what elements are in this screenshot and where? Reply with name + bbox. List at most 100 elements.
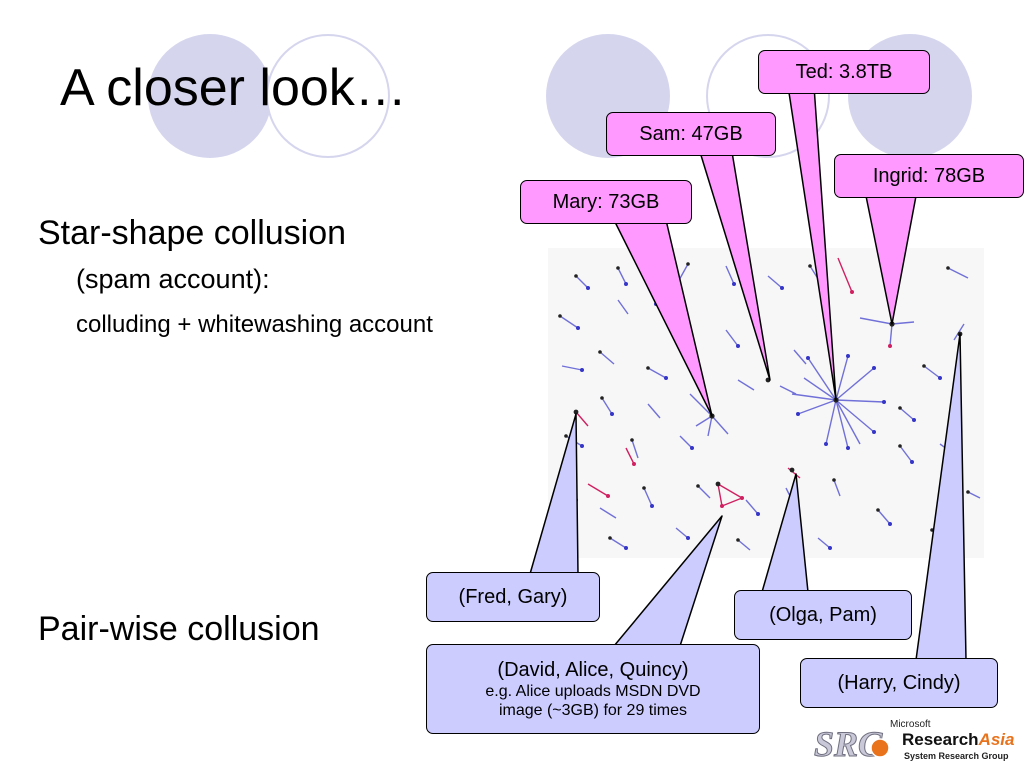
david-group-node <box>715 481 721 487</box>
logo-system-research-group: System Research Group <box>904 751 1009 761</box>
node <box>752 316 756 320</box>
svg-text:ResearchAsia: ResearchAsia <box>902 730 1014 749</box>
callout-harry-cindy-label: (Harry, Cindy) <box>837 672 961 694</box>
arrowhead <box>682 334 686 338</box>
red-arrowhead <box>740 496 744 500</box>
logo-microsoft: Microsoft <box>890 719 931 730</box>
node <box>946 266 950 270</box>
arrowhead <box>664 376 668 380</box>
logo-badge-icon <box>870 738 890 758</box>
node <box>646 366 650 370</box>
node <box>832 478 836 482</box>
logo-asia: Asia <box>978 730 1015 749</box>
collusion-edges-red <box>575 257 853 507</box>
red-arrowhead <box>606 494 610 498</box>
olga-pam-node <box>789 467 795 473</box>
arrowhead <box>624 546 628 550</box>
arrowhead <box>624 282 628 286</box>
node <box>930 528 934 532</box>
hub-sam-node <box>765 377 771 383</box>
node <box>642 486 646 490</box>
arrowhead <box>690 446 694 450</box>
decor-circle-1 <box>148 34 272 158</box>
arrowhead <box>828 546 832 550</box>
hub-ingrid-node <box>889 321 895 327</box>
callout-harry-cindy: (Harry, Cindy) <box>800 658 998 708</box>
star-collusion-heading: Star-shape collusion <box>38 214 347 252</box>
arrowhead <box>736 344 740 348</box>
whitewashing-note: colluding + whitewashing account <box>76 311 433 338</box>
arrowhead <box>580 368 584 372</box>
arrowhead <box>872 430 876 434</box>
arrowhead <box>686 536 690 540</box>
arrowhead <box>956 414 960 418</box>
callout-sam: Sam: 47GB <box>606 112 776 156</box>
node <box>922 364 926 368</box>
arrowhead <box>942 542 946 546</box>
arrowhead <box>846 446 850 450</box>
node <box>876 508 880 512</box>
node <box>808 264 812 268</box>
node <box>558 314 562 318</box>
node <box>736 538 740 542</box>
arrowhead <box>650 504 654 508</box>
arrowhead <box>576 326 580 330</box>
arrowhead <box>846 354 850 358</box>
arrowhead <box>580 444 584 448</box>
spam-account-note: (spam account): <box>76 264 270 294</box>
arrowhead <box>610 412 614 416</box>
arrowhead <box>806 356 810 360</box>
fred-gary-node <box>573 409 579 415</box>
arrowhead <box>872 366 876 370</box>
arrowhead <box>938 376 942 380</box>
hub-ted-node <box>833 397 839 403</box>
callout-david-group-label: (David, Alice, Quincy) <box>497 658 689 681</box>
red-arrowhead <box>720 504 724 508</box>
collusion-network-graph <box>548 248 984 558</box>
node <box>600 396 604 400</box>
arrowhead <box>882 400 886 404</box>
arrowhead <box>952 452 956 456</box>
node <box>966 490 970 494</box>
node <box>598 350 602 354</box>
callout-mary-label: Mary: 73GB <box>552 191 660 213</box>
callout-ingrid: Ingrid: 78GB <box>834 154 1024 198</box>
pairwise-collusion-heading: Pair-wise collusion <box>38 610 320 648</box>
node <box>696 484 700 488</box>
callout-olga-pam-label: (Olga, Pam) <box>769 604 877 626</box>
hub-mary-node <box>709 413 715 419</box>
callout-david-alice-quincy: (David, Alice, Quincy) e.g. Alice upload… <box>426 644 760 734</box>
callout-ted-label: Ted: 3.8TB <box>795 61 893 83</box>
arrowhead <box>888 522 892 526</box>
red-arrowhead <box>632 462 636 466</box>
callout-ted: Ted: 3.8TB <box>758 50 930 94</box>
arrowhead <box>732 282 736 286</box>
red-arrowhead <box>850 290 854 294</box>
arrowhead <box>910 460 914 464</box>
callout-fred-gary-label: (Fred, Gary) <box>458 586 568 608</box>
logo-research: Research <box>902 730 979 749</box>
callout-olga-pam: (Olga, Pam) <box>734 590 912 640</box>
node <box>686 262 690 266</box>
node <box>564 434 568 438</box>
arrowhead <box>574 498 578 502</box>
callout-david-group-note-1: e.g. Alice uploads MSDN DVD <box>485 682 701 700</box>
node <box>616 266 620 270</box>
decor-ring-1 <box>266 34 390 158</box>
red-arrowhead <box>888 344 892 348</box>
node <box>608 536 612 540</box>
node <box>574 274 578 278</box>
callout-mary: Mary: 73GB <box>520 180 692 224</box>
node <box>898 444 902 448</box>
arrowhead <box>780 286 784 290</box>
arrowhead <box>756 512 760 516</box>
arrowhead <box>796 412 800 416</box>
node <box>898 406 902 410</box>
callout-fred-gary: (Fred, Gary) <box>426 572 600 622</box>
harry-cindy-node <box>957 331 963 337</box>
arrowhead <box>824 442 828 446</box>
arrowhead <box>792 502 796 506</box>
msra-srg-logo: SRG Microsoft ResearchAsia System Resear… <box>814 719 1015 764</box>
callout-ingrid-label: Ingrid: 78GB <box>872 165 986 187</box>
node <box>668 318 672 322</box>
